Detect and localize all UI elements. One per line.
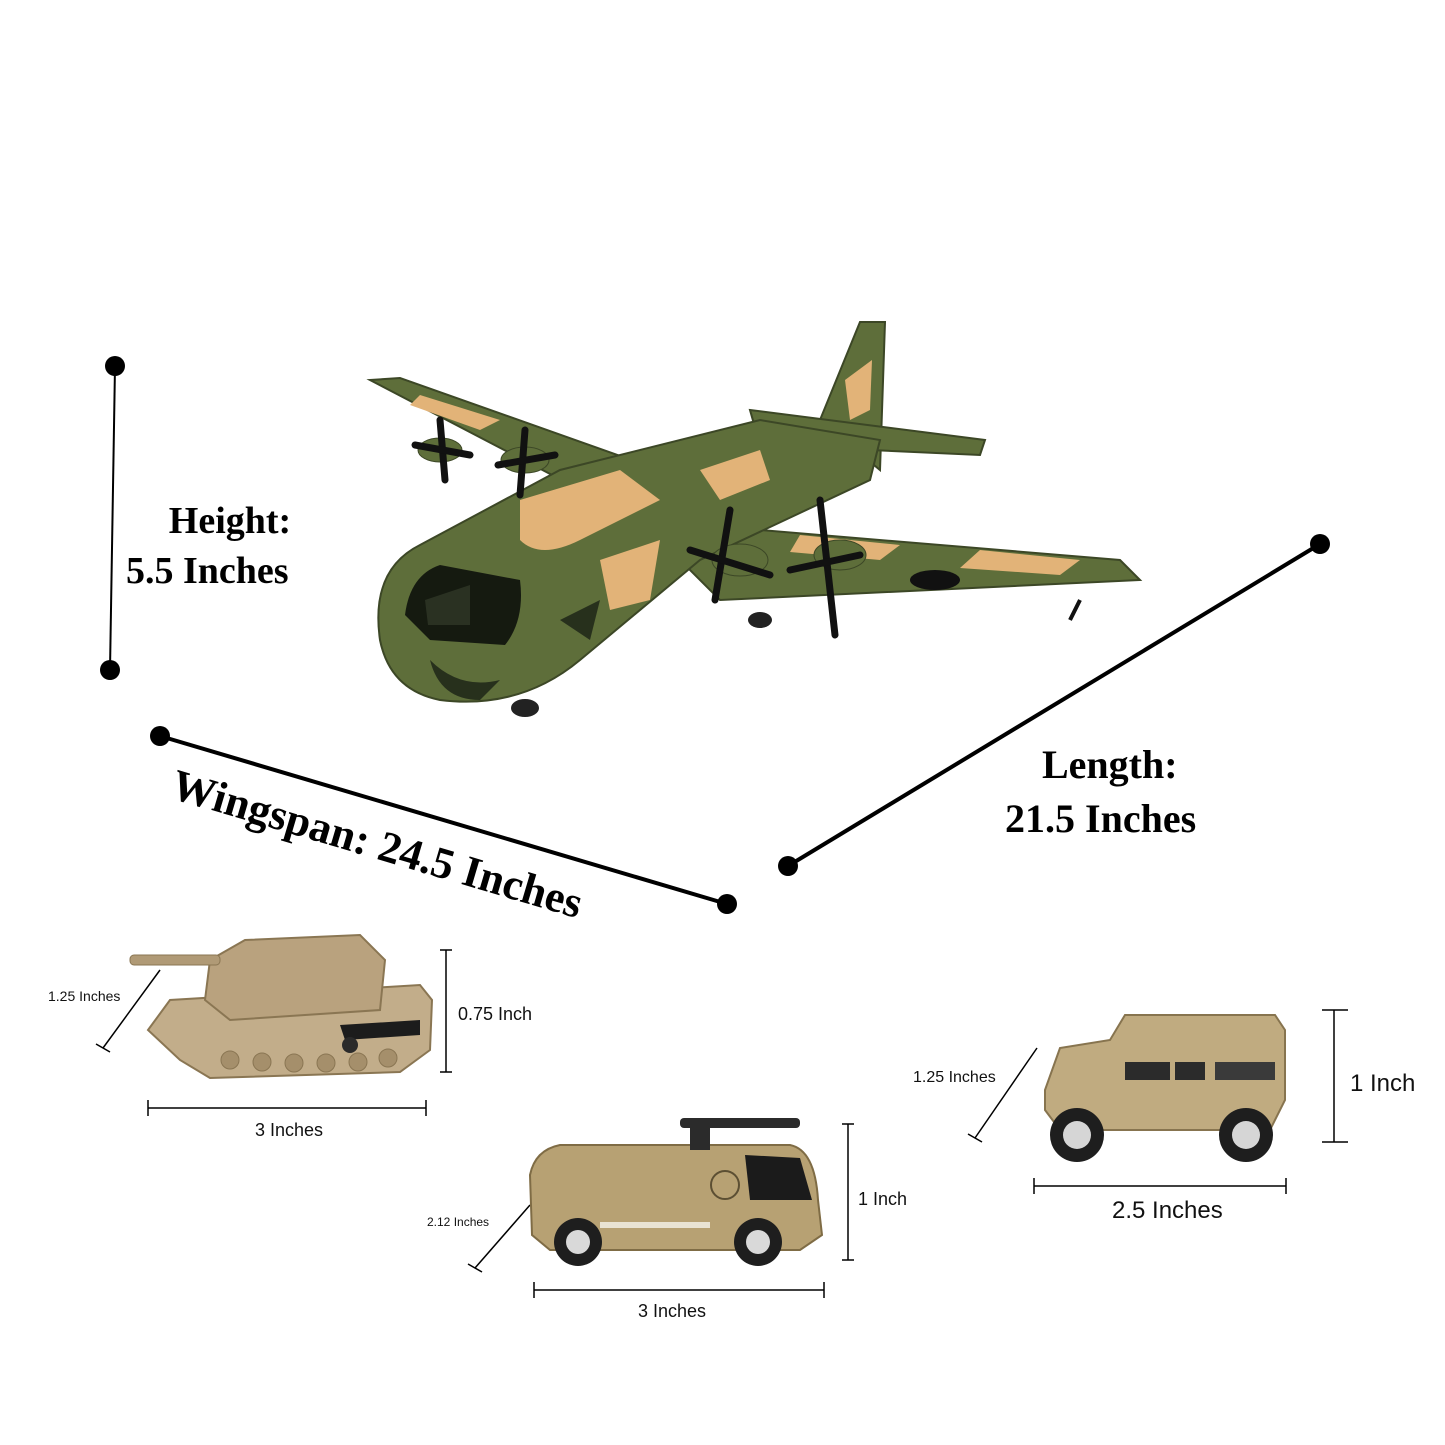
truck-width-label: 3 Inches — [638, 1301, 707, 1321]
height-value: 5.5 Inches — [126, 550, 289, 592]
tank-dimension-lines — [95, 949, 452, 1116]
truck-depth-label: 2.12 Inches — [427, 1215, 490, 1229]
truck-dimension-lines — [467, 1123, 854, 1298]
length-label: Length: — [1042, 742, 1178, 787]
tank-width-label: 3 Inches — [255, 1120, 324, 1140]
length-value: 21.5 Inches — [1005, 796, 1197, 841]
humvee-height-label: 1 Inch — [1350, 1070, 1416, 1097]
cargo-airplane-image — [366, 321, 1143, 717]
humvee-dimension-lines — [967, 1009, 1348, 1194]
humvee-width-label: 2.5 Inches — [1112, 1197, 1223, 1224]
truck-height-label: 1 Inch — [858, 1189, 908, 1209]
height-dimension-line — [100, 356, 125, 680]
humvee-image — [1044, 1014, 1286, 1162]
tank-height-label: 0.75 Inch — [458, 1004, 533, 1024]
humvee-depth-label: 1.25 Inches — [913, 1069, 996, 1086]
wingspan-dimension-line — [150, 726, 737, 914]
truck-image — [528, 1118, 824, 1266]
tank-depth-label: 1.25 Inches — [48, 988, 121, 1004]
length-dimension-line — [778, 534, 1330, 876]
height-label: Height: — [168, 500, 292, 542]
tank-image — [129, 933, 434, 1080]
